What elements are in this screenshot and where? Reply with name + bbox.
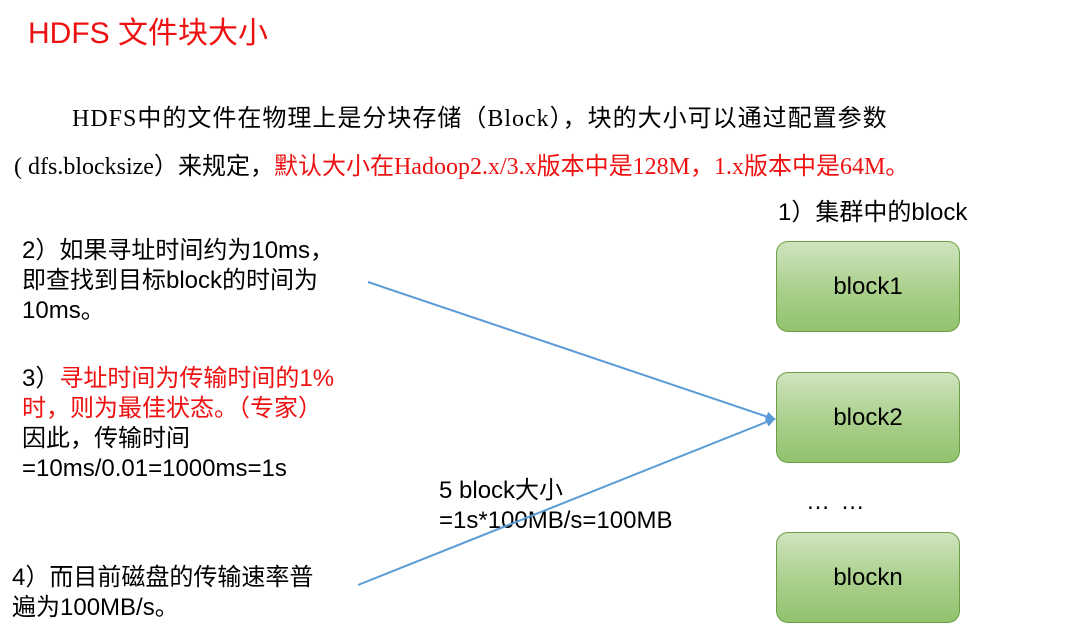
transfer-ratio-line-4: =10ms/0.01=1000ms=1s	[22, 455, 287, 482]
intro-line-2: ( dfs.blocksize）来规定，默认大小在Hadoop2.x/3.x版本…	[14, 146, 909, 181]
transfer-ratio-line-3: 因此，传输时间	[22, 425, 190, 452]
intro-line-1: HDFS中的文件在物理上是分块存储（Block），块的大小可以通过配置参数	[72, 106, 888, 132]
block-size-note: 5 block大小 =1s*100MB/s=100MB	[439, 476, 672, 536]
seek-time-line-2: 即查找到目标block的时间为	[22, 267, 319, 294]
disk-rate-note: 4）而目前磁盘的传输速率普 遍为100MB/s。	[12, 563, 313, 623]
arrow-seek-to-block2	[367, 281, 776, 422]
transfer-ratio-highlight-2: 时，则为最佳状态。（专家）	[22, 395, 322, 422]
intro-line-2-plain: ( dfs.blocksize）来规定，	[14, 154, 274, 180]
intro-line-2-highlight: 默认大小在Hadoop2.x/3.x版本中是128M，1.x版本中是64M。	[273, 154, 910, 180]
block-node-n: blockn	[776, 532, 960, 623]
block-node-1: block1	[776, 241, 960, 332]
disk-rate-line-1: 4）而目前磁盘的传输速率普	[12, 564, 314, 591]
transfer-ratio-highlight-1: 寻址时间为传输时间的1%	[59, 365, 335, 392]
block-size-line-2: =1s*100MB/s=100MB	[439, 507, 673, 534]
cluster-label: 1）集群中的block	[778, 199, 968, 226]
block-node-2: block2	[776, 372, 960, 463]
page-title: HDFS 文件块大小	[28, 17, 268, 50]
block-ellipsis: … …	[806, 488, 867, 515]
seek-time-line-3: 10ms。	[22, 297, 105, 324]
arrow-disk-to-block2	[357, 417, 776, 586]
transfer-ratio-note: 3）寻址时间为传输时间的1% 时，则为最佳状态。（专家） 因此，传输时间 =10…	[22, 364, 334, 484]
block-size-line-1: 5 block大小	[439, 477, 564, 504]
seek-time-note: 2）如果寻址时间约为10ms， 即查找到目标block的时间为 10ms。	[22, 236, 334, 326]
disk-rate-line-2: 遍为100MB/s。	[12, 594, 179, 621]
transfer-ratio-line-1: 3）寻址时间为传输时间的1%	[22, 364, 334, 394]
seek-time-line-1: 2）如果寻址时间约为10ms，	[22, 237, 335, 264]
transfer-ratio-prefix: 3）	[22, 365, 60, 392]
